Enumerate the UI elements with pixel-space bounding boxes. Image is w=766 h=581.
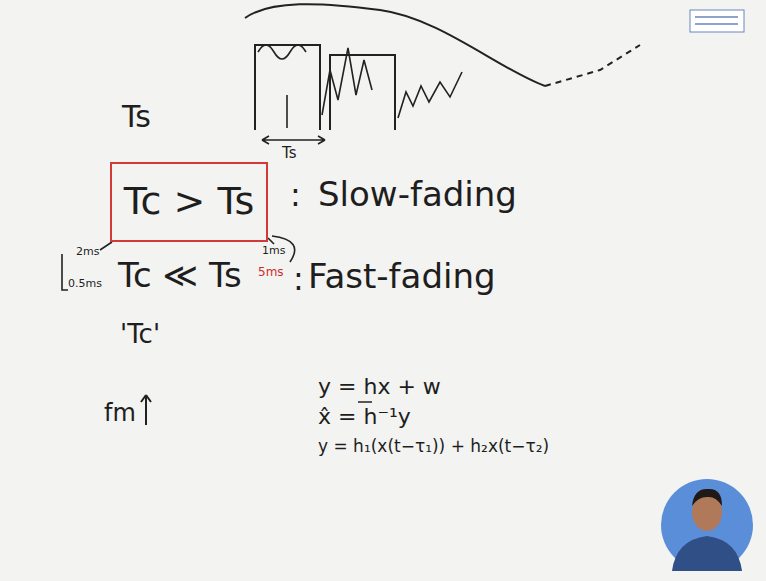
value-note: 5ms (258, 266, 284, 279)
tick (286, 95, 288, 128)
colon: : (293, 262, 304, 297)
leader-line (100, 242, 112, 250)
fading-label: Fast-fading (308, 258, 496, 295)
ts-span-arrow (262, 136, 325, 144)
condition-box: Tc > Ts (110, 162, 268, 242)
equation: y = hx + w (318, 375, 441, 399)
leader-line (268, 238, 274, 244)
symbol-label: Ts (122, 100, 151, 133)
logo-box (690, 10, 744, 32)
underline (358, 401, 372, 403)
symbol-label: fm (104, 400, 136, 426)
presenter-frame (661, 479, 753, 571)
equation: x̂ = h⁻¹y (318, 405, 411, 429)
colon: : (290, 178, 301, 213)
presenter-body (672, 536, 742, 571)
presenter-hair (692, 489, 722, 506)
faded-signal (258, 45, 462, 118)
value-note: 1ms (262, 245, 285, 257)
condition-text: Tc ≪ Ts (118, 257, 242, 294)
pulse-train (255, 45, 395, 130)
period-label: Ts (282, 145, 297, 162)
equation: y = h₁(x(t−τ₁)) + h₂x(t−τ₂) (318, 437, 549, 456)
up-arrow (141, 395, 151, 425)
logo-marks (695, 17, 738, 24)
box-text: Tc > Ts (124, 181, 254, 223)
bracket (62, 254, 68, 290)
symbol-label: 'Tc' (120, 320, 160, 349)
envelope-dashed (545, 45, 640, 86)
value-note: 0.5ms (68, 278, 102, 290)
value-note: 2ms (76, 246, 99, 258)
fading-label: Slow-fading (318, 176, 517, 213)
